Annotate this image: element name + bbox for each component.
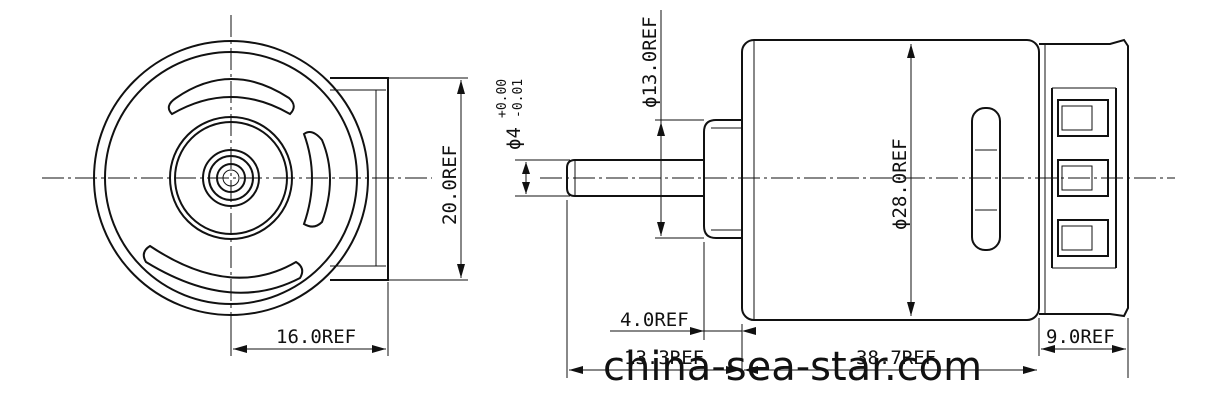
dim-16-arrow-left	[233, 345, 247, 353]
dim-13-3-label: 13.3REF	[624, 347, 704, 369]
dim-20-arrow-bottom	[457, 264, 465, 278]
terminal-middle-body	[1057, 159, 1109, 197]
front-hub-circle	[202, 149, 260, 207]
terminal-bottom-inner	[1061, 225, 1093, 251]
dim-phi13-arrow-top	[657, 122, 665, 136]
terminal-bottom-body	[1057, 219, 1109, 257]
dim-13-3-arrow-right	[726, 366, 740, 374]
dim-phi4-tol-lower: -0.01	[511, 79, 526, 118]
dim-16-label: 16.0REF	[276, 326, 356, 348]
rear-end-cap	[1039, 38, 1129, 318]
front-shaft-circle	[216, 163, 246, 193]
terminal-top	[1057, 99, 1109, 137]
front-boss-outer-circle	[169, 116, 293, 240]
dim-phi4-arrow-bottom	[522, 182, 530, 194]
kidney-slot-right	[302, 131, 331, 228]
front-rim-circle	[104, 51, 358, 305]
dim-9-arrow-left	[1041, 345, 1055, 353]
front-view: 20.0REF 16.0REF	[42, 15, 468, 356]
terminal-top-inner	[1061, 105, 1093, 131]
kidney-slot-bottom	[142, 244, 304, 294]
dim-phi28-arrow-bottom	[907, 302, 915, 316]
mounting-tab	[330, 77, 389, 281]
dim-38-7-label: 38.7REF	[856, 347, 936, 369]
dim-9-arrow-right	[1112, 345, 1126, 353]
terminal-middle-inner	[1061, 165, 1093, 191]
terminal-middle	[1057, 159, 1109, 197]
dim-phi13-label: ϕ13.0REF	[639, 16, 661, 108]
dim-4-arrow-left	[690, 327, 704, 335]
dim-phi28-arrow-top	[907, 44, 915, 58]
dim-4-arrow-right	[742, 327, 756, 335]
dim-phi28-label: ϕ28.0REF	[889, 138, 911, 230]
motor-body	[741, 39, 1040, 321]
dim-phi4-tol-upper: +0.00	[495, 79, 510, 118]
body-slot	[971, 107, 1001, 251]
dim-9-label: 9.0REF	[1046, 326, 1115, 348]
dim-16-arrow-right	[372, 345, 386, 353]
dim-38-7-arrow-right	[1023, 366, 1037, 374]
watermark-text: china-sea-star.com	[603, 344, 982, 390]
dim-4-label: 4.0REF	[620, 309, 689, 331]
side-view: ϕ4 +0.00 -0.01 ϕ13.0REF ϕ28.0REF 4.0REF …	[495, 10, 1175, 378]
dim-phi13-arrow-bottom	[657, 222, 665, 236]
dim-20-label: 20.0REF	[439, 145, 461, 225]
front-shaft-outer-circle	[208, 155, 254, 201]
terminal-top-body	[1057, 99, 1109, 137]
front-boss-inner-circle	[174, 121, 288, 235]
front-boss	[703, 119, 742, 239]
front-shaft-center-circle	[222, 169, 240, 187]
dim-phi4-arrow-top	[522, 162, 530, 174]
dim-38-7-arrow-left	[744, 366, 758, 374]
dim-phi4-label: ϕ4	[503, 127, 525, 150]
dim-13-3-arrow-left	[569, 366, 583, 374]
shaft	[566, 159, 704, 197]
dim-20-arrow-top	[457, 80, 465, 94]
terminal-bottom	[1057, 219, 1109, 257]
kidney-slot-top	[167, 78, 295, 116]
